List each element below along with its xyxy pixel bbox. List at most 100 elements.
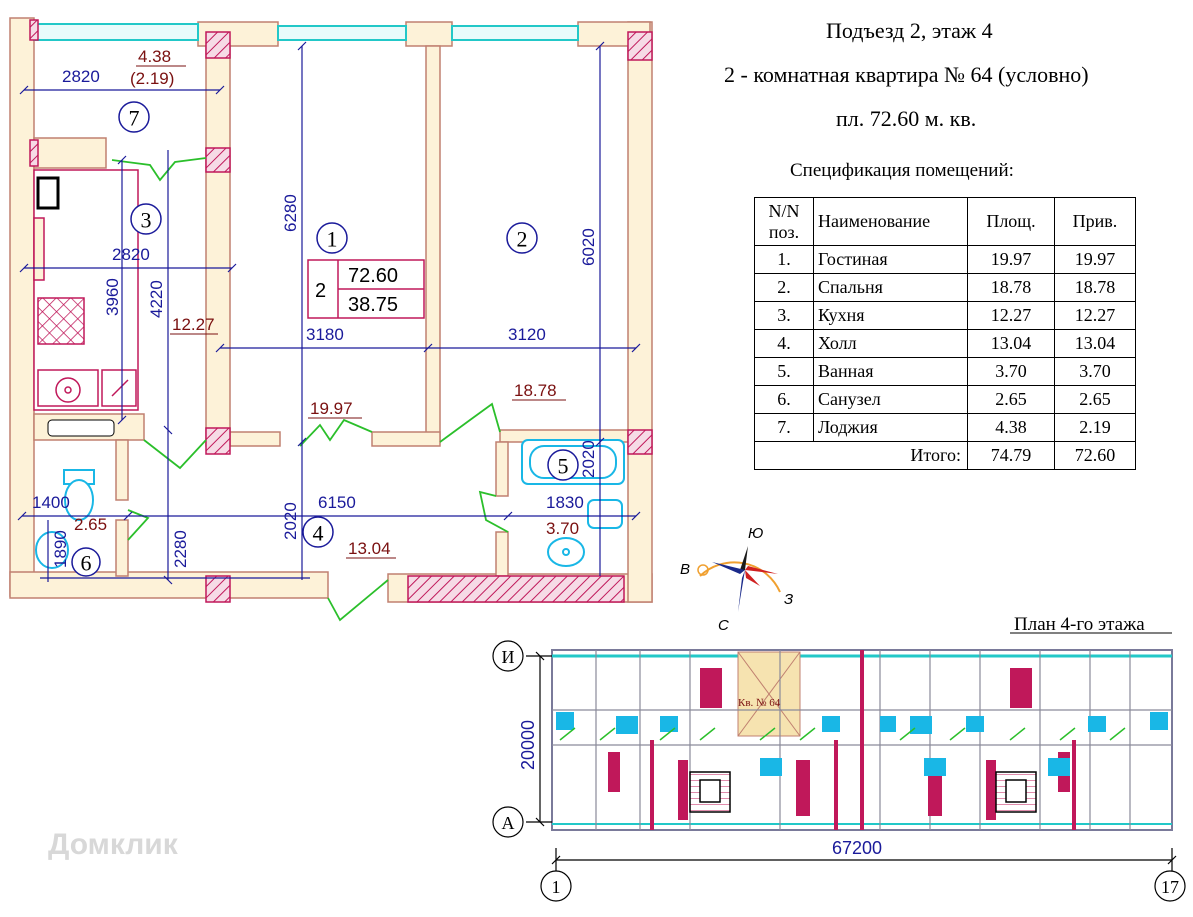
dim-1400: 1400 — [32, 493, 70, 512]
compass-needle-red — [745, 570, 760, 586]
apartment-area: пл. 72.60 м. кв. — [836, 106, 977, 131]
col-header-reduced: Прив. — [1054, 197, 1136, 246]
table-row: 6. Санузел 2.65 2.65 — [754, 385, 1136, 414]
apartment-title: 2 - комнатная квартира № 64 (условно) — [724, 62, 1089, 87]
room-number-7: 7 — [129, 106, 140, 131]
room-marker-1 — [316, 222, 348, 254]
row-area: 2.65 — [967, 385, 1055, 414]
dim-3120: 3120 — [508, 325, 546, 344]
table-total-row: Итого: 74.79 72.60 — [754, 441, 1136, 470]
row-area: 18.78 — [967, 273, 1055, 302]
axis-label-bottom: А — [502, 813, 515, 833]
row-name: Лоджия — [813, 413, 968, 442]
room-marker-3 — [130, 203, 162, 235]
row-num: 3. — [754, 301, 814, 330]
col-header-num: N/N поз. — [754, 197, 814, 246]
room-number-1: 1 — [327, 227, 338, 252]
dim-1830: 1830 — [546, 493, 584, 512]
row-name: Спальня — [813, 273, 968, 302]
row-num: 4. — [754, 329, 814, 358]
spec-title: Спецификация помещений: — [790, 160, 1014, 181]
area-bath: 3.70 — [546, 519, 579, 538]
key-plan-width: 67200 — [832, 838, 882, 858]
floor-key-plan: Кв. № 64 План 4-го этажа И А 1 17 67200 — [492, 614, 1186, 902]
label-rooms: 2 — [315, 280, 326, 302]
key-plan-title: План 4-го этажа — [1014, 614, 1145, 635]
compass-east: В — [680, 561, 690, 578]
dim-4220: 4220 — [147, 280, 166, 318]
dimension-lines — [17, 41, 641, 585]
dim-3180: 3180 — [306, 325, 344, 344]
row-num: 6. — [754, 385, 814, 414]
row-area: 12.27 — [967, 301, 1055, 330]
row-area: 4.38 — [967, 413, 1055, 442]
row-area: 19.97 — [967, 245, 1055, 274]
dim-2280: 2280 — [171, 530, 190, 568]
row-name: Гостиная — [813, 245, 968, 274]
dim-2020-hall: 2020 — [281, 502, 300, 540]
row-name: Санузел — [813, 385, 968, 414]
row-num: 7. — [754, 413, 814, 442]
room-marker-4 — [302, 516, 334, 548]
compass-west: З — [784, 591, 793, 608]
dim-3960: 3960 — [103, 278, 122, 316]
row-reduced: 12.27 — [1054, 301, 1136, 330]
row-num: 2. — [754, 273, 814, 302]
dim-6150: 6150 — [318, 493, 356, 512]
row-num: 5. — [754, 357, 814, 386]
room-number-3: 3 — [141, 208, 152, 233]
total-area: 74.79 — [967, 441, 1055, 470]
windows — [33, 23, 579, 41]
table-row: 1. Гостиная 19.97 19.97 — [754, 245, 1136, 274]
dim-6280: 6280 — [281, 194, 300, 232]
columns — [29, 19, 653, 603]
room-number-5: 5 — [558, 454, 569, 479]
room-number-markers — [71, 101, 579, 577]
loggia-area: 4.38 — [138, 47, 171, 66]
kitchen-fixtures — [33, 169, 139, 411]
table-row: 4. Холл 13.04 13.04 — [754, 329, 1136, 358]
row-area: 13.04 — [967, 329, 1055, 358]
compass-south: Ю — [748, 525, 763, 542]
watermark-logo: Домклик — [48, 828, 178, 861]
area-kitchen: 12.27 — [172, 315, 215, 334]
axis-label-left: 1 — [552, 877, 561, 897]
row-reduced: 19.97 — [1054, 245, 1136, 274]
total-label: Итого: — [754, 441, 968, 470]
key-plan-height: 20000 — [518, 720, 538, 770]
label-living-area: 38.75 — [348, 294, 398, 316]
area-living: 19.97 — [310, 399, 353, 418]
apartment-label-box: 2 72.60 38.75 — [307, 259, 425, 319]
row-reduced: 13.04 — [1054, 329, 1136, 358]
area-wc: 2.65 — [74, 515, 107, 534]
rooms-specification-table: N/N поз. Наименование Площ. Прив. 1. Гос… — [754, 197, 1136, 470]
dim-kitchen-width: 2820 — [112, 245, 150, 264]
table-row: 5. Ванная 3.70 3.70 — [754, 357, 1136, 386]
col-header-area: Площ. — [967, 197, 1055, 246]
compass: Ю В З С — [680, 525, 793, 634]
table-header-row: N/N поз. Наименование Площ. Прив. — [754, 197, 1136, 246]
table-row: 3. Кухня 12.27 12.27 — [754, 301, 1136, 330]
key-plan-apartment-label: Кв. № 64 — [738, 697, 781, 709]
room-marker-6 — [71, 547, 101, 577]
room-marker-5 — [547, 449, 579, 481]
entrance-floor-title: Подъезд 2, этаж 4 — [826, 18, 993, 43]
row-name: Кухня — [813, 301, 968, 330]
doors — [111, 157, 509, 622]
dim-loggia-width: 2820 — [62, 67, 100, 86]
row-area: 3.70 — [967, 357, 1055, 386]
dim-6020: 6020 — [579, 228, 598, 266]
compass-north: С — [718, 617, 729, 634]
room-number-4: 4 — [313, 521, 324, 546]
room-number-6: 6 — [81, 551, 92, 576]
dim-1890: 1890 — [51, 530, 70, 568]
row-name: Ванная — [813, 357, 968, 386]
axis-label-top: И — [502, 647, 515, 667]
room-marker-2 — [506, 222, 538, 254]
room-marker-7 — [118, 101, 150, 133]
row-reduced: 2.19 — [1054, 413, 1136, 442]
table-row: 2. Спальня 18.78 18.78 — [754, 273, 1136, 302]
area-hall: 13.04 — [348, 539, 391, 558]
row-reduced: 2.65 — [1054, 385, 1136, 414]
